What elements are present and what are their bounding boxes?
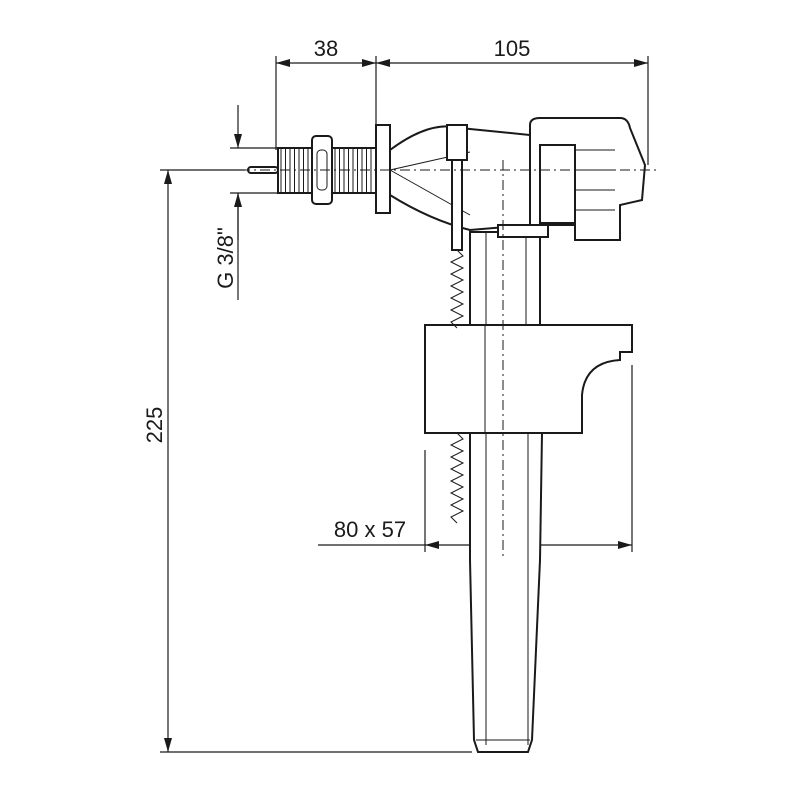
- dimension-label-105: 105: [494, 36, 531, 61]
- dimension-105: 105: [376, 36, 649, 165]
- dimension-float: 80 x 57: [318, 365, 633, 552]
- dimension-38: 38: [275, 36, 377, 150]
- dimension-label-38: 38: [314, 36, 338, 61]
- dimension-label-225: 225: [142, 407, 167, 444]
- valve-body: [240, 117, 660, 753]
- dimension-label-thread: G 3/8": [213, 227, 238, 289]
- dimension-label-float: 80 x 57: [334, 517, 406, 542]
- spring: [449, 249, 465, 524]
- dimension-225: 225: [142, 169, 472, 753]
- dimension-thread: G 3/8": [213, 105, 280, 300]
